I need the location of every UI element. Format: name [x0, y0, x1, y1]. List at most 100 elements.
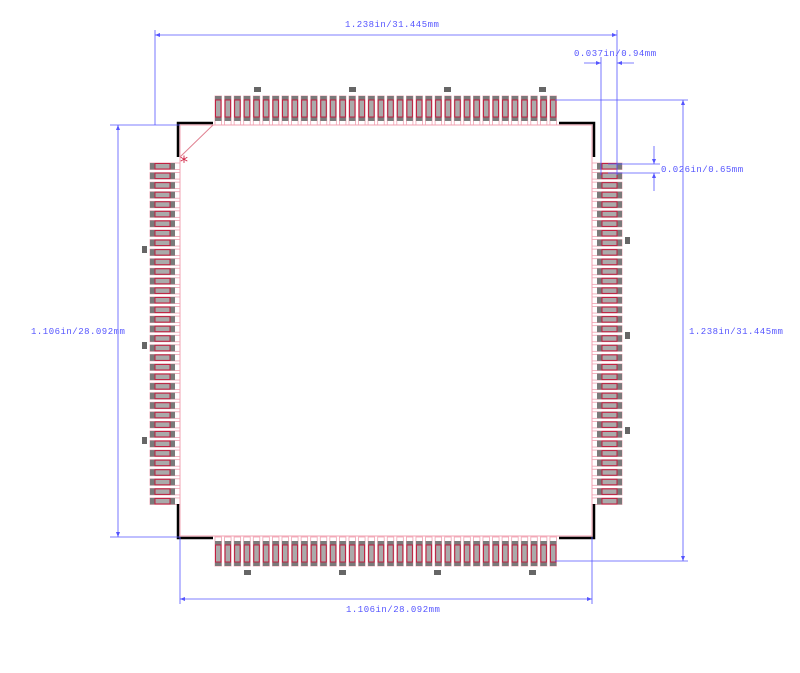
- pad: [243, 536, 251, 567]
- pad: [149, 325, 181, 333]
- pad: [329, 536, 337, 567]
- pad: [149, 277, 181, 285]
- pad: [591, 191, 623, 199]
- pad: [291, 536, 299, 567]
- pad: [591, 277, 623, 285]
- pad: [377, 95, 385, 126]
- pad: [591, 411, 623, 419]
- pad: [511, 95, 519, 126]
- pad: [482, 95, 490, 126]
- pad: [149, 220, 181, 228]
- fiducial-mark: [625, 237, 630, 244]
- pad: [252, 536, 261, 567]
- pad: [149, 353, 181, 362]
- pad: [149, 315, 181, 324]
- pad: [281, 95, 289, 126]
- pad: [386, 536, 395, 567]
- body-courtyard: [179, 124, 593, 537]
- pad: [367, 536, 376, 567]
- pad: [262, 536, 270, 567]
- pad: [149, 296, 181, 304]
- pad: [149, 267, 181, 276]
- overall-width-label: 1.238in/31.445mm: [345, 20, 439, 30]
- fiducial-marks: [142, 87, 630, 575]
- fiducial-mark: [434, 570, 441, 575]
- pad: [291, 95, 299, 126]
- pad: [434, 536, 443, 567]
- pad: [339, 536, 347, 567]
- pad: [149, 239, 181, 247]
- pad: [405, 95, 414, 126]
- pad: [405, 536, 414, 567]
- pad: [492, 536, 500, 567]
- pad: [591, 325, 623, 333]
- pad: [434, 95, 443, 126]
- body-width-label: 1.106in/28.092mm: [346, 605, 440, 615]
- pad: [520, 95, 529, 126]
- pad: [591, 449, 623, 458]
- pad: [591, 334, 623, 343]
- pad: [591, 478, 623, 486]
- pad: [591, 181, 623, 190]
- pad: [520, 536, 529, 567]
- pad: [149, 172, 181, 180]
- pad: [149, 487, 181, 496]
- pad: [262, 95, 270, 126]
- pad: [149, 401, 181, 410]
- pad: [149, 229, 181, 237]
- pad: [149, 392, 181, 400]
- pad: [149, 191, 181, 199]
- pad: [329, 95, 337, 126]
- fiducial-mark: [254, 87, 261, 92]
- pad: [530, 95, 538, 126]
- pad: [591, 344, 623, 352]
- pad: [591, 248, 623, 257]
- pad: [591, 373, 623, 381]
- pad: [300, 536, 309, 567]
- pad: [348, 536, 356, 567]
- pad: [425, 536, 433, 567]
- pad: [272, 536, 280, 567]
- pin1-chamfer: [179, 124, 214, 158]
- pad: [300, 95, 309, 126]
- pad: [310, 95, 318, 126]
- pad: [149, 258, 181, 266]
- pad: [539, 536, 548, 567]
- pad: [472, 536, 481, 567]
- pad: [149, 497, 181, 505]
- fiducial-mark: [339, 570, 346, 575]
- pad: [591, 239, 623, 247]
- pad: [463, 536, 471, 567]
- pad: [377, 536, 385, 567]
- fiducial-mark: [142, 342, 147, 349]
- pad: [149, 449, 181, 458]
- pad: [453, 95, 462, 126]
- pad: [224, 95, 232, 126]
- pad: [591, 315, 623, 324]
- pad: [149, 162, 181, 170]
- pad: [492, 95, 500, 126]
- fiducial-mark: [349, 87, 356, 92]
- pad: [149, 306, 181, 314]
- pad: [591, 200, 623, 209]
- pad: [149, 363, 181, 371]
- pad: [149, 440, 181, 448]
- pad: [149, 411, 181, 419]
- pads-group: [149, 95, 623, 567]
- pad: [591, 497, 623, 505]
- pad: [149, 287, 181, 295]
- pad: [539, 95, 548, 126]
- pad: [501, 536, 510, 567]
- body-height-label: 1.106in/28.092mm: [31, 327, 125, 337]
- pad: [472, 95, 481, 126]
- pad: [453, 536, 462, 567]
- pad: [530, 536, 538, 567]
- pad: [591, 258, 623, 266]
- fiducial-mark: [539, 87, 546, 92]
- overall-height-label: 1.238in/31.445mm: [689, 327, 783, 337]
- pad: [358, 536, 366, 567]
- pin1-marker: *: [180, 152, 188, 171]
- pad: [444, 95, 452, 126]
- pad: [149, 200, 181, 209]
